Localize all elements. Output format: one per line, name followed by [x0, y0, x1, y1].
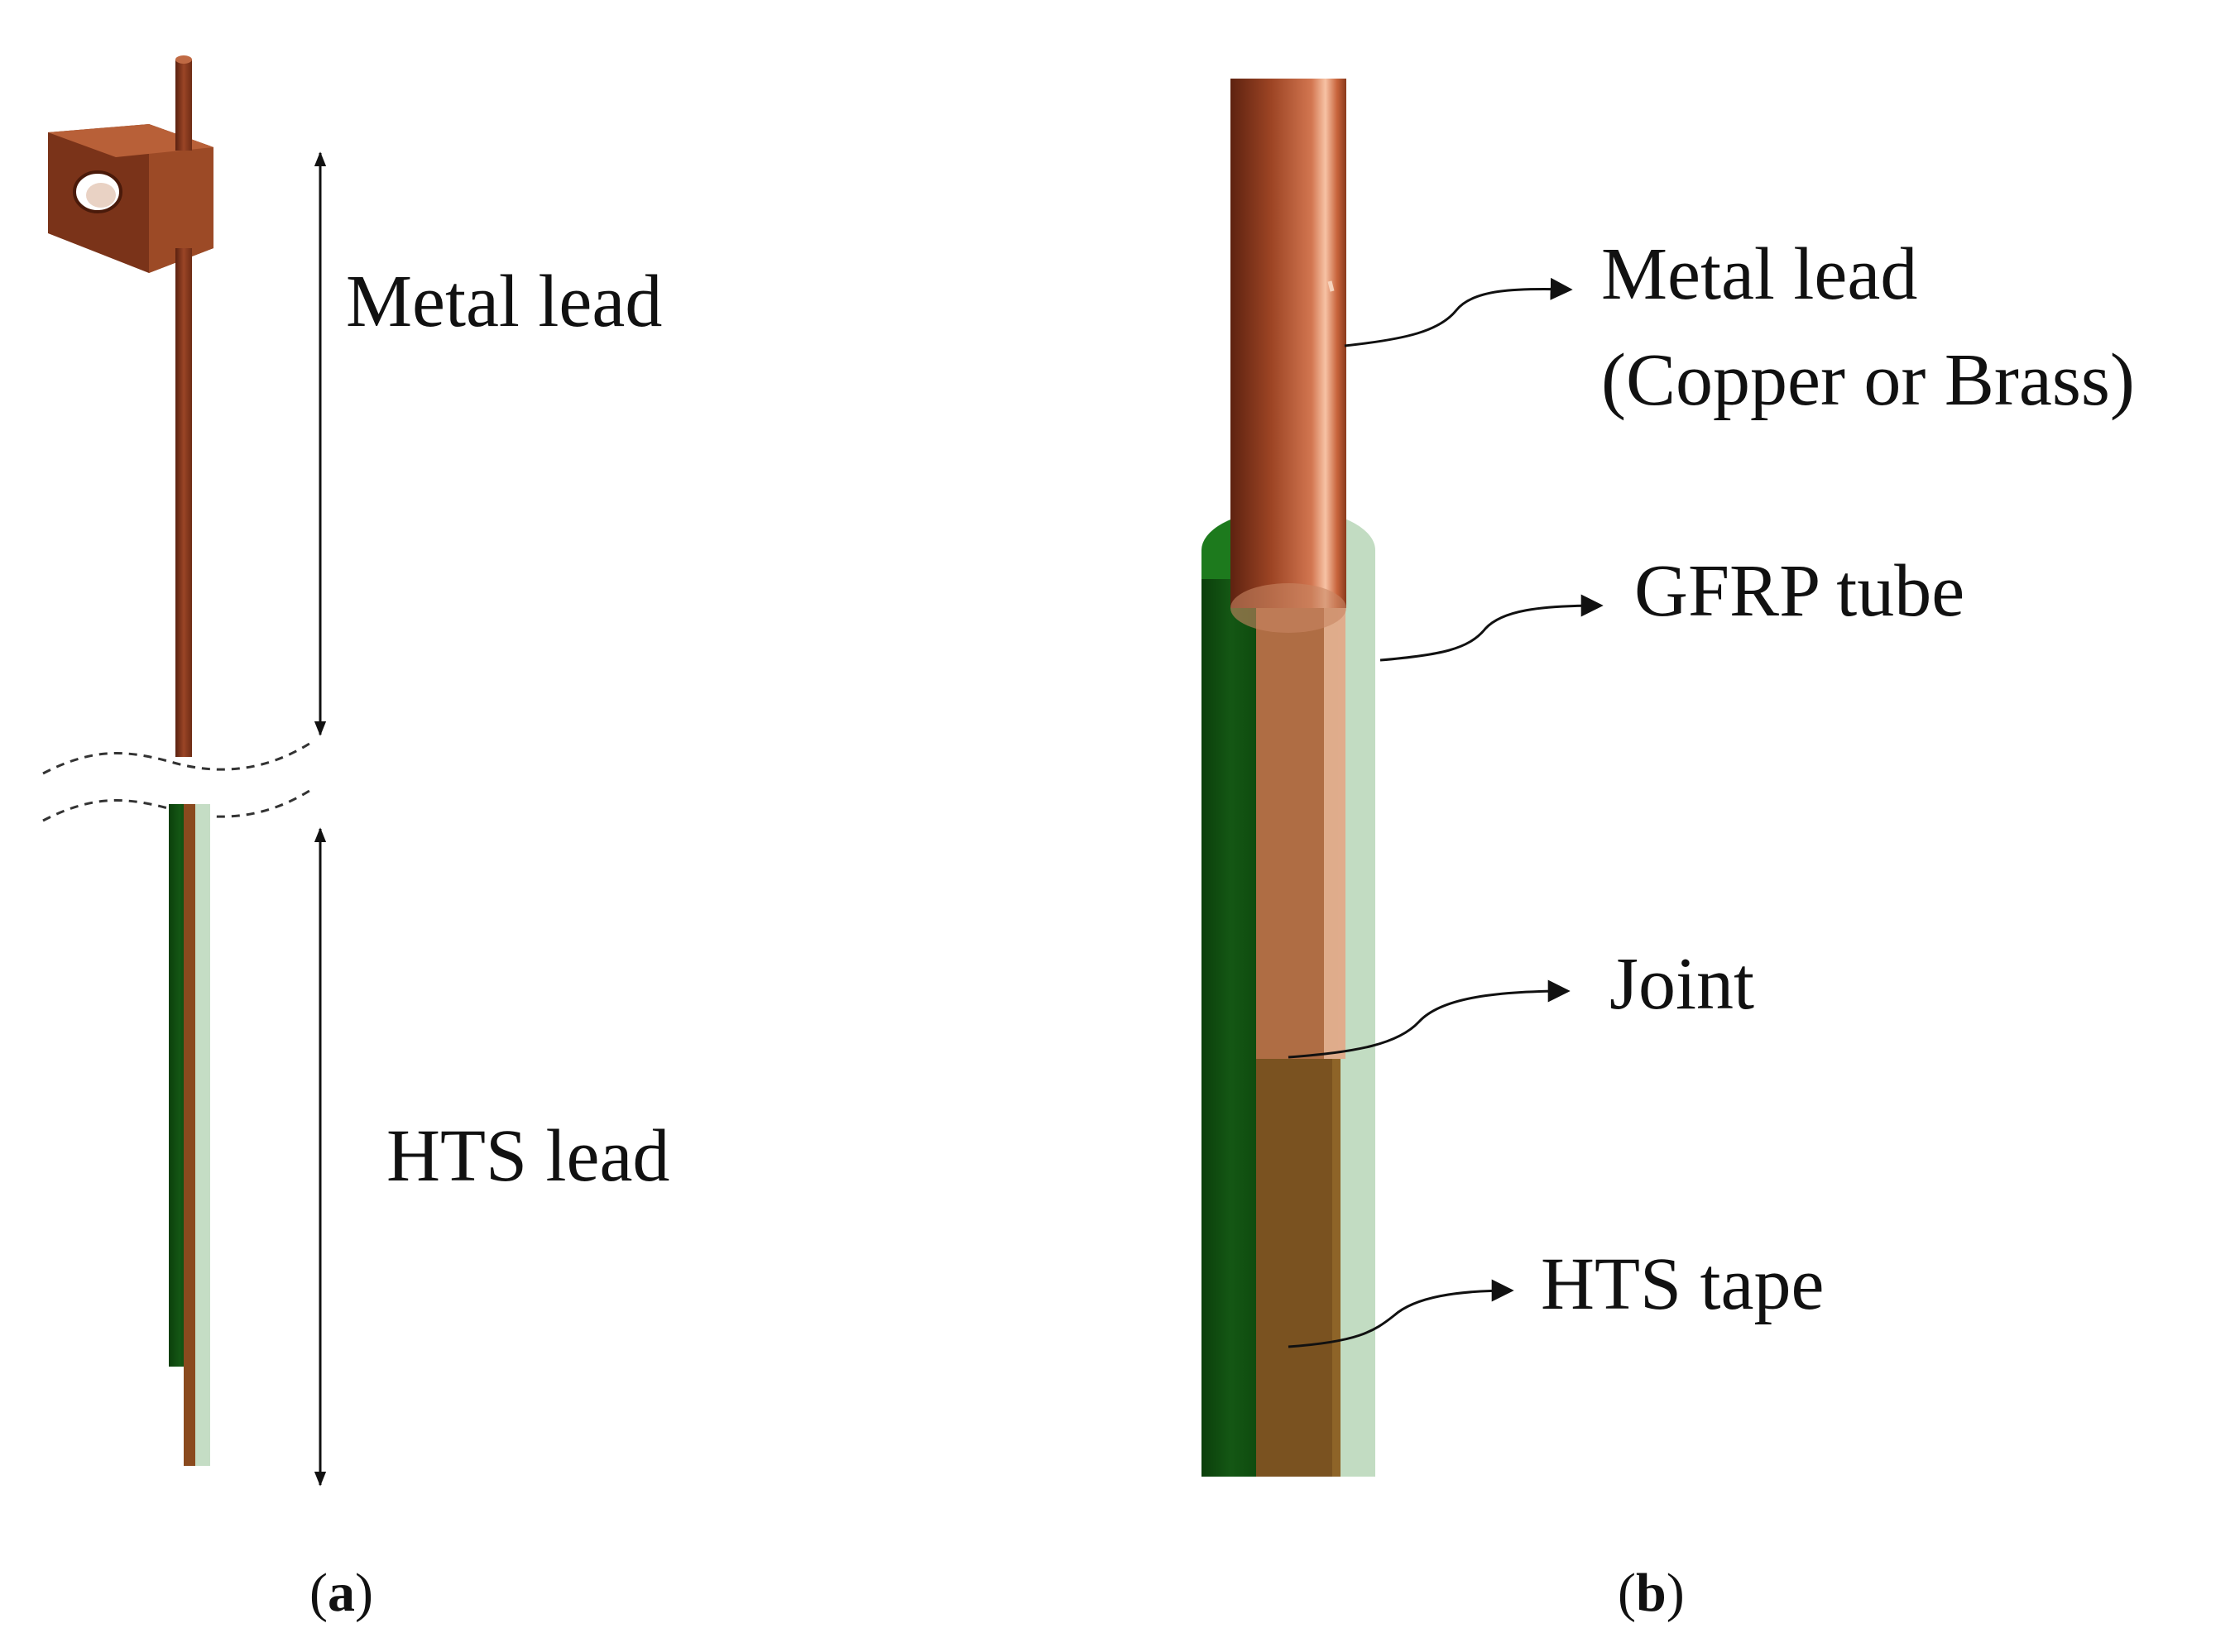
gfrp-tube-label: GFRP tube	[1634, 550, 1965, 632]
caption-b-letter: b	[1635, 1563, 1667, 1623]
hts-tape-small	[184, 804, 195, 1466]
hts-tape-label: HTS tape	[1541, 1243, 1825, 1325]
caption-a: (a)	[309, 1563, 373, 1623]
panel-b-illustration	[1201, 79, 1604, 1477]
hts-tape	[1256, 1059, 1339, 1477]
joint-leader-arrow	[1288, 979, 1571, 1059]
break-line-upper	[42, 739, 315, 775]
metal-rod-top-pin	[175, 60, 192, 151]
joint-label: Joint	[1609, 943, 1755, 1025]
gfrp-tube-leader-arrow	[1379, 594, 1604, 662]
metal-lead-label-b: Metal lead	[1601, 233, 1918, 315]
metal-rod	[175, 248, 192, 757]
metal-lead-material-label: (Copper or Brass)	[1601, 339, 2135, 421]
metal-lead-leader-arrow	[1344, 277, 1573, 347]
caption-b: (b)	[1618, 1563, 1685, 1623]
metal-lead-label-a: Metal lead	[346, 261, 663, 342]
gfrp-tube-small	[192, 804, 210, 1466]
panel-a-illustration	[42, 55, 327, 1487]
metal-lead-rod	[1230, 79, 1346, 633]
hts-lead-small	[169, 804, 210, 1466]
hts-lead-label: HTS lead	[386, 1115, 670, 1197]
hts-tape-leader-arrow	[1288, 1279, 1514, 1348]
caption-a-letter: a	[327, 1563, 355, 1623]
terminal-bracket	[48, 124, 213, 273]
